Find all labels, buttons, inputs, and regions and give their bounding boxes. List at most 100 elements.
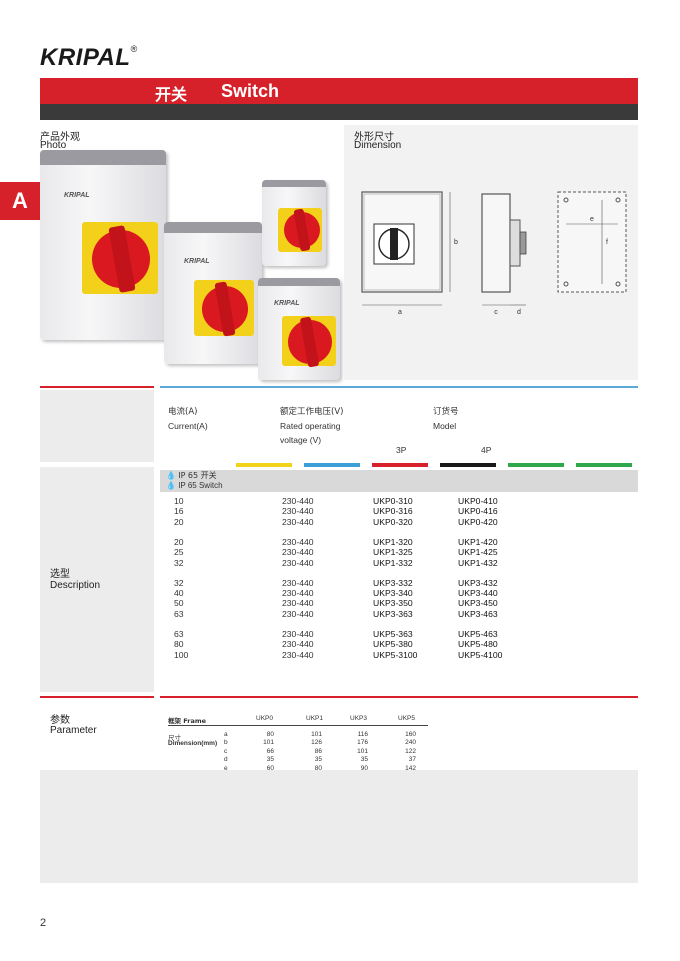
current-cell: 100 <box>174 649 189 660</box>
voltage-cell: 230-440 <box>282 506 314 517</box>
switch-enclosure-front: KRIPAL <box>258 278 340 380</box>
frame-ukp0: UKP0 <box>256 715 273 722</box>
model-3p-cell: UKP5-380 <box>373 639 413 650</box>
current-cell: 50 <box>174 598 184 609</box>
dimension-value: 160 <box>405 731 416 738</box>
col-voltage-cn: 额定工作电压(V) <box>280 407 344 417</box>
model-3p-cell: UKP3-340 <box>373 588 413 599</box>
frame-label: 框架 Frame <box>168 717 207 725</box>
model-3p-cell: UKP0-310 <box>373 496 413 506</box>
dim-letter-b: b <box>454 239 458 246</box>
dimension-value: 122 <box>405 747 416 755</box>
model-4p-cell: UKP1-432 <box>458 557 498 568</box>
current-cell: 63 <box>174 608 184 619</box>
dim-letter-f: f <box>606 239 608 246</box>
back-view-outline <box>557 191 627 293</box>
dimension-value: 101 <box>263 739 274 747</box>
current-cell: 16 <box>174 506 184 517</box>
dimension-letter: a <box>224 731 228 738</box>
model-3p-cell: UKP5-363 <box>373 629 413 639</box>
model-3p-cell: UKP1-332 <box>373 557 413 568</box>
model-4p-cell: UKP3-440 <box>458 588 498 599</box>
model-4p-cell: UKP1-425 <box>458 547 498 558</box>
swatch-green <box>508 463 564 467</box>
description-label-cell <box>40 467 154 692</box>
col-voltage-en-line1: Rated operating <box>280 421 341 431</box>
model-4p-cell: UKP5-463 <box>458 629 498 639</box>
dimension-value: 126 <box>311 739 322 747</box>
model-3p-cell: UKP0-320 <box>373 516 413 527</box>
col-model-en: Model <box>433 421 457 431</box>
model-3p-cell: UKP5-3100 <box>373 649 418 660</box>
product-photo: KRIPAL KRIPAL KRIPAL <box>40 150 340 382</box>
voltage-cell: 230-440 <box>282 639 314 650</box>
dimension-letter: c <box>224 747 228 755</box>
voltage-cell: 230-440 <box>282 588 314 599</box>
dimension-value: 101 <box>311 731 322 738</box>
model-4p-cell: UKP0-416 <box>458 506 498 517</box>
enclosure-brand-mark: KRIPAL <box>64 192 90 199</box>
current-cell: 10 <box>174 496 184 506</box>
voltage-cell: 230-440 <box>282 536 314 547</box>
dimension-value: 80 <box>314 764 322 772</box>
frame-ukp3: UKP3 <box>350 715 367 722</box>
voltage-cell: 230-440 <box>282 496 314 506</box>
swatch-black <box>440 463 496 467</box>
voltage-cell: 230-440 <box>282 608 314 619</box>
current-cell: 32 <box>174 557 184 568</box>
current-cell: 40 <box>174 588 184 599</box>
ip-rating-bar: 💧 IP 65 开关 💧 IP 65 Switch <box>160 470 638 492</box>
ip-line-cn: IP 65 开关 <box>178 471 217 480</box>
dimension-value: 80 <box>266 731 274 738</box>
model-4p-cell: UKP1-420 <box>458 536 498 547</box>
description-label-cn: 选型 <box>50 569 70 580</box>
dimension-value: 35 <box>266 756 274 764</box>
voltage-cell: 230-440 <box>282 516 314 527</box>
model-4p-cell: UKP3-450 <box>458 598 498 609</box>
dimension-value: 37 <box>408 756 416 764</box>
dimension-value: 90 <box>360 764 368 772</box>
parameter-row: b 101 126 176 240 <box>224 739 424 747</box>
section-title-bar: 开关 Switch <box>40 78 638 104</box>
dimension-value: 142 <box>405 764 416 772</box>
section-tab: A <box>0 182 40 220</box>
swatch-green-2 <box>576 463 632 467</box>
dimension-letter: d <box>224 756 228 764</box>
section-title-cn: 开关 <box>155 85 188 104</box>
current-cell: 20 <box>174 516 184 527</box>
dimension-label-cn: 外形尺寸 <box>354 132 394 143</box>
dim-letter-e: e <box>590 216 594 223</box>
dimension-value: 116 <box>357 731 368 738</box>
parameter-label-cn: 参数 <box>50 715 70 726</box>
photo-label-cn: 产品外观 <box>40 132 80 143</box>
voltage-cell: 230-440 <box>282 577 314 588</box>
switch-enclosure-large: KRIPAL <box>40 150 166 340</box>
parameter-footer-panel <box>40 770 638 883</box>
droplets-icon: 💧 <box>166 481 176 490</box>
col-voltage-en-line2: voltage (V) <box>280 435 322 445</box>
current-cell: 32 <box>174 577 184 588</box>
droplets-icon: 💧 <box>166 471 176 480</box>
col-4p: 4P <box>481 445 492 455</box>
model-3p-cell: UKP1-325 <box>373 547 413 558</box>
dimension-value: 240 <box>405 739 416 747</box>
dimension-letter: b <box>224 739 228 747</box>
col-3p: 3P <box>396 445 407 455</box>
photo-label-en: Photo <box>40 140 67 151</box>
switch-enclosure-small <box>262 180 326 266</box>
dimension-value: 101 <box>357 747 368 755</box>
voltage-cell: 230-440 <box>282 547 314 558</box>
current-cell: 80 <box>174 639 184 650</box>
dimension-value: 176 <box>357 739 368 747</box>
page-number: 2 <box>40 917 47 929</box>
swatch-blue <box>304 463 360 467</box>
dimension-letter: e <box>224 764 228 772</box>
voltage-cell: 230-440 <box>282 557 314 568</box>
model-4p-cell: UKP3-432 <box>458 577 498 588</box>
description-label-en: Description <box>50 580 101 591</box>
dimension-drawing: a b c d e f <box>361 191 627 316</box>
frame-ukp5: UKP5 <box>398 715 415 722</box>
current-cell: 25 <box>174 547 184 558</box>
